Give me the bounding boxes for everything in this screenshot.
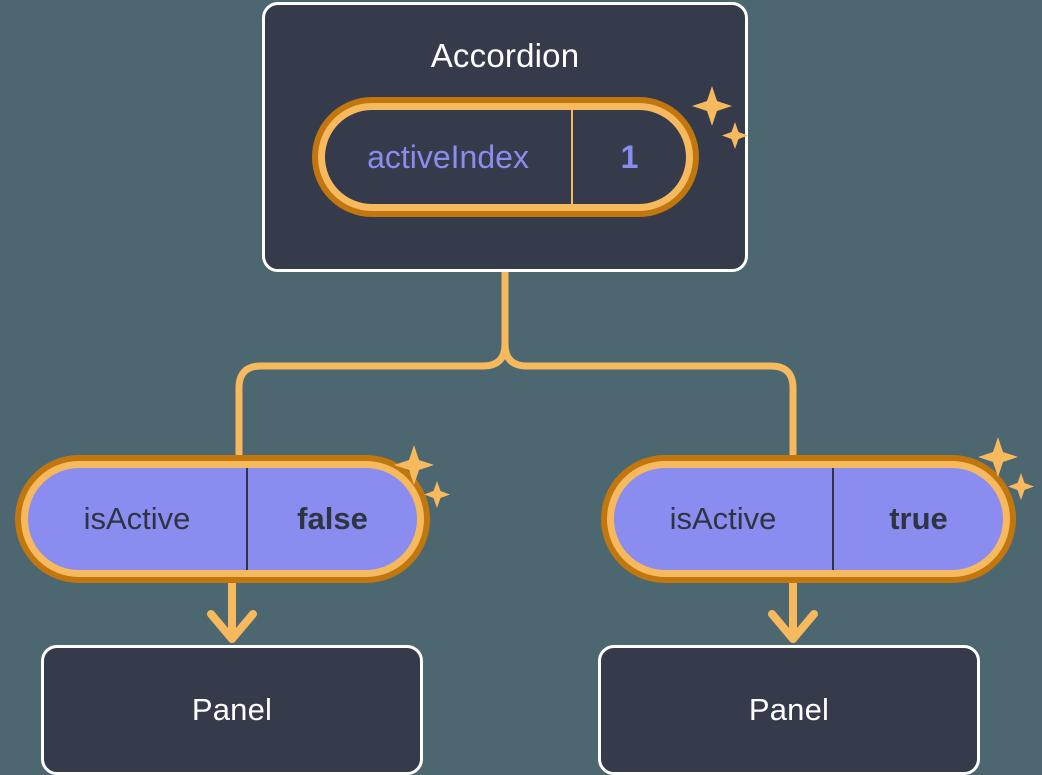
right-panel-prop-pill[interactable]: isActive true — [601, 455, 1016, 583]
right-prop-pill-body: isActive true — [614, 468, 1003, 570]
connector-to-left-child — [235, 340, 509, 464]
right-prop-key-label: isActive — [614, 468, 834, 570]
left-prop-key-label: isActive — [28, 468, 248, 570]
right-prop-pill-ring: isActive true — [607, 461, 1010, 577]
panel-title-right: Panel — [748, 692, 830, 727]
left-prop-value-label: false — [297, 501, 368, 536]
accordion-state-pill[interactable]: activeIndex 1 — [312, 97, 699, 217]
panel-component-node-left[interactable]: Panel — [41, 645, 423, 775]
arrow-left-head — [207, 610, 257, 643]
left-prop-pill-ring: isActive false — [21, 461, 424, 577]
arrow-right-head — [768, 610, 818, 643]
left-panel-prop-pill[interactable]: isActive false — [15, 455, 430, 583]
state-key-label: activeIndex — [325, 110, 573, 204]
connector-to-right-child — [501, 340, 797, 464]
state-value-label: 1 — [620, 138, 639, 175]
state-pill-body: activeIndex 1 — [325, 110, 686, 204]
accordion-title: Accordion — [430, 37, 580, 74]
state-pill-ring: activeIndex 1 — [318, 103, 693, 211]
panel-component-node-right[interactable]: Panel — [598, 645, 980, 775]
right-prop-value-label: true — [889, 501, 948, 536]
panel-title-left: Panel — [191, 692, 273, 727]
left-prop-pill-body: isActive false — [28, 468, 417, 570]
